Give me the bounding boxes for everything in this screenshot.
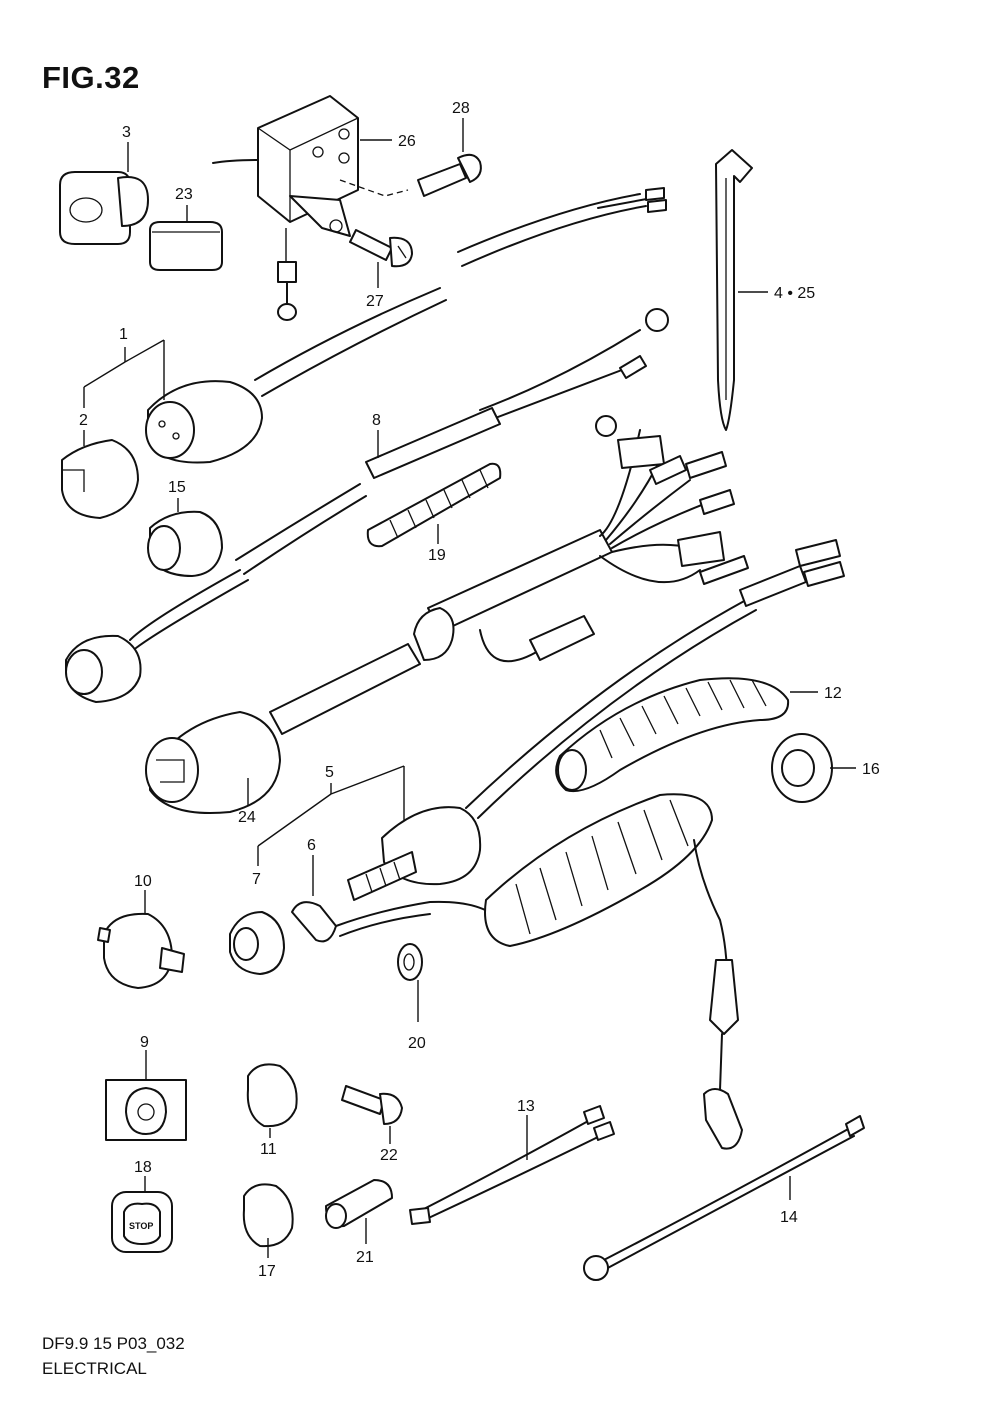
callout-18: 18 xyxy=(134,1159,152,1176)
figure-name: ELECTRICAL xyxy=(42,1359,147,1378)
callout-17: 17 xyxy=(258,1263,276,1280)
part-14-ground-wire: 14 xyxy=(583,1115,865,1281)
part-5-switch-cable: 5 7 6 xyxy=(252,539,845,901)
callout-28: 28 xyxy=(452,100,470,117)
coiled-lanyard xyxy=(484,793,743,1150)
figure-title: FIG.32 xyxy=(42,60,140,95)
part-13-lead-wire: 13 xyxy=(409,1098,615,1225)
callout-3: 3 xyxy=(122,124,131,141)
callout-2: 2 xyxy=(79,412,88,429)
callout-22: 22 xyxy=(380,1147,398,1164)
part-9-label-plate: 9 xyxy=(105,1034,187,1141)
callout-5: 5 xyxy=(325,764,334,781)
callout-13: 13 xyxy=(517,1098,535,1115)
part-1-harness-upper: 1 2 xyxy=(61,187,669,519)
part-20-washer: 20 xyxy=(397,943,426,1052)
callout-12: 12 xyxy=(824,685,842,702)
part-23-cap: 23 xyxy=(149,186,223,271)
callout-9: 9 xyxy=(140,1034,149,1051)
part-28-screw: 28 xyxy=(417,100,482,197)
callout-24: 24 xyxy=(238,809,256,826)
part-16-grommet-ring: 16 xyxy=(771,733,880,803)
callout-7: 7 xyxy=(252,871,261,888)
callout-6: 6 xyxy=(307,837,316,854)
part-22-bolt: 22 xyxy=(341,1085,403,1164)
part-4-25-cable-tie: 4 • 25 xyxy=(715,149,815,431)
part-3-grommet: 3 xyxy=(59,124,149,245)
callout-1: 1 xyxy=(119,326,128,343)
part-26-switch-bracket: 26 xyxy=(212,95,416,321)
callout-20: 20 xyxy=(408,1035,426,1052)
part-10-sensor: 10 xyxy=(97,873,185,989)
callout-11: 11 xyxy=(260,1141,277,1158)
part-21-sleeve: 21 xyxy=(325,1179,393,1266)
stop-text: STOP xyxy=(129,1221,153,1231)
part-6-clip xyxy=(291,900,501,943)
part-11-plug: 11 xyxy=(246,1063,298,1158)
callout-26: 26 xyxy=(398,133,416,150)
callout-21: 21 xyxy=(356,1249,374,1266)
callout-16: 16 xyxy=(862,761,880,778)
part-27-screw: 27 xyxy=(349,229,413,310)
callout-8: 8 xyxy=(372,412,381,429)
figure-code: DF9.9 15 P03_032 xyxy=(42,1334,185,1353)
part-24-main-harness: 24 xyxy=(145,415,749,826)
part-8-tube: 8 xyxy=(65,407,501,703)
callout-4-25: 4 • 25 xyxy=(774,285,815,302)
callout-23: 23 xyxy=(175,186,193,203)
callout-19: 19 xyxy=(428,547,446,564)
part-7-nut xyxy=(229,911,285,975)
callout-15: 15 xyxy=(168,479,186,496)
callout-27: 27 xyxy=(366,293,384,310)
callout-14: 14 xyxy=(780,1209,798,1226)
part-17-plug: 17 xyxy=(242,1183,294,1280)
part-19-spiral: 19 xyxy=(366,462,502,564)
part-12-corrugated-tube: 12 xyxy=(555,677,842,792)
part-15-grommet: 15 xyxy=(147,479,223,577)
part-18-stop-button: STOP 18 xyxy=(111,1159,173,1253)
callout-10: 10 xyxy=(134,873,152,890)
